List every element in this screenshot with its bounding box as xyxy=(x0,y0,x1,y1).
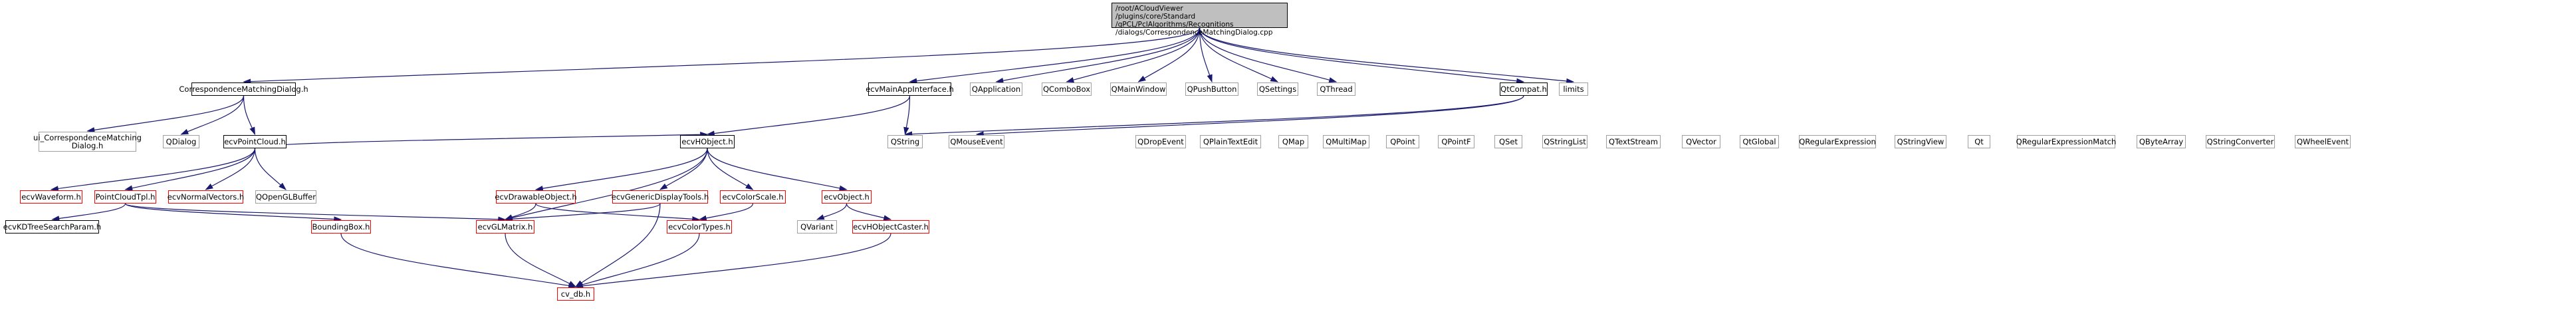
edge-n_glmatrix-to-n_cvdb xyxy=(505,233,577,287)
graph-node-qpoint[interactable]: QPoint xyxy=(1386,135,1419,148)
graph-node-qmulti[interactable]: QMultiMap xyxy=(1323,135,1369,148)
edge-n_pointcloud-to-n_pctpl xyxy=(124,148,256,191)
graph-node-qsettings[interactable]: QSettings xyxy=(1257,82,1298,96)
edge-n_pointcloud-to-n_hobject xyxy=(254,132,709,149)
edge-n_pointcloud-to-n_qopengl xyxy=(254,148,287,190)
graph-node-normals[interactable]: ecvNormalVectors.h xyxy=(168,190,244,204)
graph-node-kdtree[interactable]: ecvKDTreeSearchParam.h xyxy=(3,220,101,234)
graph-node-bbox[interactable]: BoundingBox.h xyxy=(311,220,371,234)
graph-node-qmap[interactable]: QMap xyxy=(1278,135,1308,148)
graph-node-qtextstream[interactable]: QTextStream xyxy=(1606,135,1661,148)
graph-node-qwheel[interactable]: QWheelEvent xyxy=(2295,135,2351,148)
edge-n_qtcompat-to-n_qstring xyxy=(904,95,1524,137)
edge-n_bbox-to-n_cvdb xyxy=(340,233,577,289)
edge-n_object-to-n_caster xyxy=(846,203,892,221)
edge-n_hobject-to-n_drawable xyxy=(534,148,708,192)
edge-n_hobject-to-n_gendisp xyxy=(659,148,708,190)
graph-node-qregex[interactable]: QRegularExpression xyxy=(1799,135,1876,148)
edge-n_corrdlg-to-n_pointcloud xyxy=(243,95,256,136)
graph-node-qstringview[interactable]: QStringView xyxy=(1895,135,1946,148)
graph-node-mainapp[interactable]: ecvMainAppInterface.h xyxy=(866,82,954,96)
graph-node-qtglobal[interactable]: QtGlobal xyxy=(1740,135,1779,148)
graph-node-qthread[interactable]: QThread xyxy=(1317,82,1355,96)
edge-n_gendisp-to-n_glmatrix xyxy=(504,203,661,222)
graph-node-qmouse[interactable]: QMouseEvent xyxy=(949,135,1004,148)
edge-n_corrdlg-to-n_qdialog xyxy=(180,95,245,135)
graph-node-root[interactable]: /root/ACloudViewer /plugins/core/Standar… xyxy=(1112,3,1288,37)
edge-n_hobject-to-n_object xyxy=(707,148,848,191)
graph-node-qvariant[interactable]: QVariant xyxy=(797,220,837,234)
graph-node-qapp[interactable]: QApplication xyxy=(970,82,1022,96)
graph-node-qtcompat[interactable]: QtCompat.h xyxy=(1500,82,1548,96)
edge-n_pointcloud-to-n_normals xyxy=(205,148,256,190)
graph-node-waveform[interactable]: ecvWaveform.h xyxy=(20,190,82,204)
edge-n_gendisp-to-n_cvdb xyxy=(575,203,661,287)
graph-node-caster[interactable]: ecvHObjectCaster.h xyxy=(852,220,929,234)
graph-node-object[interactable]: ecvObject.h xyxy=(822,190,872,204)
edge-n_colorscale-to-n_colortypes xyxy=(698,203,754,221)
graph-node-qcombo[interactable]: QComboBox xyxy=(1042,82,1092,96)
graph-node-qpush[interactable]: QPushButton xyxy=(1185,82,1238,96)
graph-node-qbytearray[interactable]: QByteArray xyxy=(2137,135,2186,148)
graph-node-pctpl[interactable]: PointCloudTpl.h xyxy=(94,190,156,204)
graph-node-drawable[interactable]: ecvDrawableObject.h xyxy=(495,190,577,204)
edge-n_caster-to-n_cvdb xyxy=(574,233,891,289)
edge-n_pctpl-to-n_bbox xyxy=(124,203,342,222)
graph-node-glmatrix[interactable]: ecvGLMatrix.h xyxy=(476,220,534,234)
graph-node-qstring[interactable]: QString xyxy=(887,135,923,148)
edge-n_colortypes-to-n_cvdb xyxy=(574,233,700,287)
graph-node-colortypes[interactable]: ecvColorTypes.h xyxy=(667,220,732,234)
graph-node-qdialog[interactable]: QDialog xyxy=(163,135,199,148)
graph-node-qstringlist[interactable]: QStringList xyxy=(1542,135,1587,148)
graph-node-qvector[interactable]: QVector xyxy=(1682,135,1720,148)
graph-node-qpointf[interactable]: QPointF xyxy=(1438,135,1474,148)
graph-node-qregexmatch[interactable]: QRegularExpressionMatch xyxy=(2016,135,2116,148)
edge-n_object-to-n_qvariant xyxy=(816,203,848,220)
edge-n_pctpl-to-n_kdtree xyxy=(51,203,126,222)
edge-n_drawable-to-n_glmatrix xyxy=(504,203,536,220)
edge-n_mainapp-to-n_qstring xyxy=(903,95,911,136)
edge-n_drawable-to-n_colortypes xyxy=(535,203,701,222)
edge-n_pointcloud-to-n_waveform xyxy=(50,148,256,192)
graph-node-qdrop[interactable]: QDropEvent xyxy=(1135,135,1186,148)
graph-node-qopengl[interactable]: QOpenGLBuffer xyxy=(255,190,316,204)
graph-node-qset[interactable]: QSet xyxy=(1494,135,1522,148)
graph-node-uicorr[interactable]: ui_CorrespondenceMatching Dialog.h xyxy=(33,132,142,152)
graph-node-colorscale[interactable]: ecvColorScale.h xyxy=(720,190,786,204)
edge-n_corrdlg-to-n_uicorr xyxy=(86,95,245,133)
edge-n_mainapp-to-n_hobject xyxy=(706,95,911,136)
graph-node-qmainwin[interactable]: QMainWindow xyxy=(1110,82,1167,96)
edge-n_hobject-to-n_glmatrix xyxy=(504,148,708,221)
edge-root-to-n_corrdlg xyxy=(243,27,1201,84)
graph-node-limits[interactable]: limits xyxy=(1559,82,1588,96)
graph-node-gendisp[interactable]: ecvGenericDisplayTools.h xyxy=(612,190,709,204)
graph-node-cvdb[interactable]: cv_db.h xyxy=(557,287,594,301)
graph-node-pointcloud[interactable]: ecvPointCloud.h xyxy=(223,135,287,148)
edge-n_pctpl-to-n_glmatrix xyxy=(124,203,507,222)
graph-node-hobject[interactable]: ecvHObject.h xyxy=(680,135,735,148)
edge-n_hobject-to-n_colorscale xyxy=(707,148,754,190)
graph-node-corrdlg[interactable]: CorrespondenceMatchingDialog.h xyxy=(179,82,308,96)
graph-node-qplain[interactable]: QPlainTextEdit xyxy=(1200,135,1261,148)
edge-n_qtcompat-to-n_qmouse xyxy=(975,95,1524,137)
graph-node-qt[interactable]: Qt xyxy=(1968,135,1990,148)
graph-node-qstrconv[interactable]: QStringConverter xyxy=(2206,135,2275,148)
